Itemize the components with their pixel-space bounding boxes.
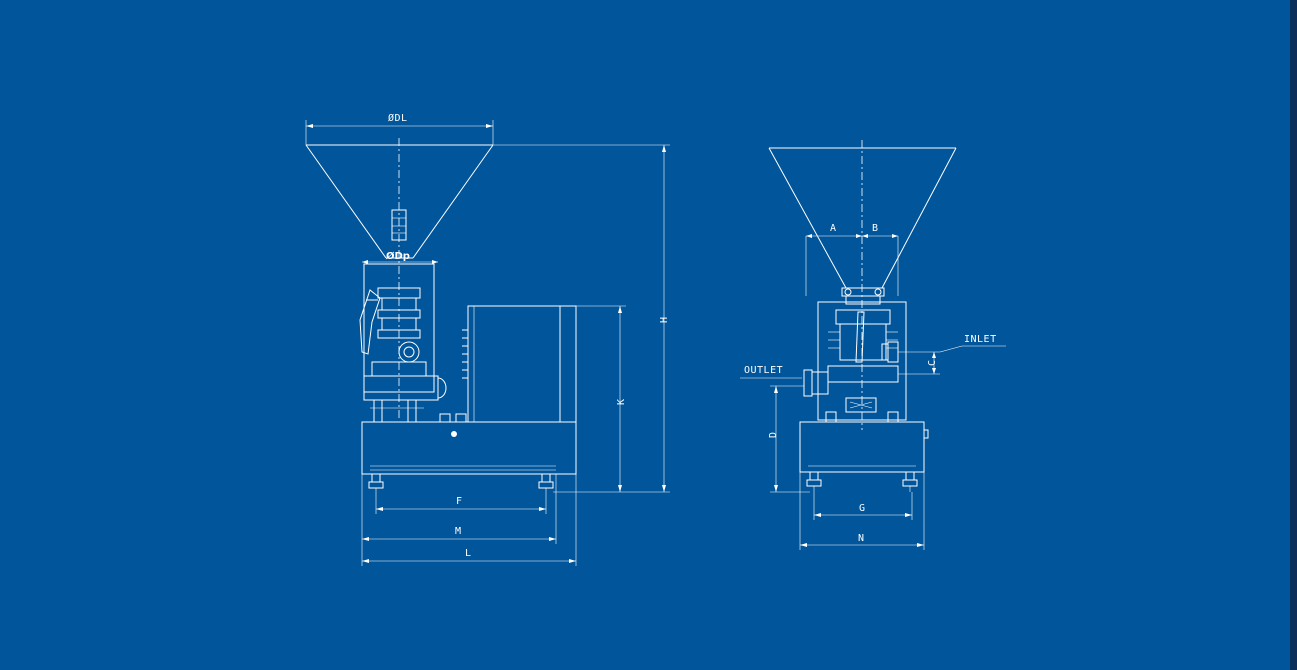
g-label: G <box>859 503 866 514</box>
m-label: M <box>455 526 462 537</box>
dimension-ab: A B <box>805 223 899 296</box>
side-view: A B <box>740 140 1006 550</box>
inlet-label: INLET <box>964 334 997 345</box>
d-label: D <box>768 431 779 438</box>
front-view: ØDL ØDp <box>305 112 670 566</box>
hopper <box>305 138 494 420</box>
b-label: B <box>872 223 879 234</box>
h-label: H <box>659 316 670 323</box>
f-label: F <box>456 496 463 507</box>
side-base <box>799 421 929 492</box>
dimension-k: K <box>576 305 627 492</box>
dimension-c: C INLET <box>898 334 1006 375</box>
l-label: L <box>465 548 472 559</box>
dimension-g: G <box>813 492 913 520</box>
dl-label: ØDL <box>388 112 408 124</box>
c-label: C <box>927 359 938 366</box>
dimension-dl: ØDL <box>305 112 494 145</box>
outlet-label: OUTLET <box>744 365 783 376</box>
base-frame <box>361 421 577 494</box>
a-label: A <box>830 223 837 234</box>
n-label: N <box>858 533 865 544</box>
side-pump-body <box>803 287 907 423</box>
pump-column <box>359 263 467 423</box>
dimension-n: N <box>799 472 925 550</box>
dimension-l: L <box>362 474 577 566</box>
dimension-h: H <box>493 144 670 493</box>
dimension-dp: ØDp <box>362 250 438 264</box>
dp-label: ØDp <box>386 250 410 262</box>
cabinet-vents <box>462 329 468 379</box>
dimension-d: OUTLET D <box>740 365 810 493</box>
dimension-m: M <box>361 474 557 566</box>
dimension-f: F <box>375 494 547 514</box>
k-label: K <box>616 398 627 405</box>
